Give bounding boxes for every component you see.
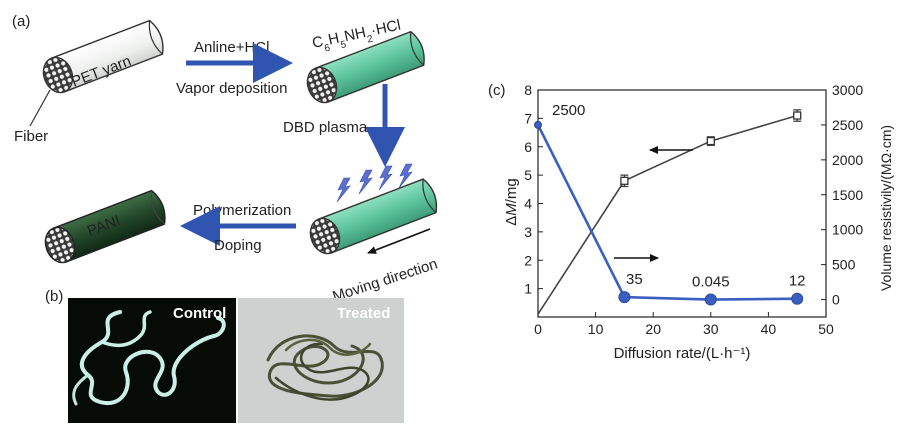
y-left-tick-label: 6 — [524, 139, 532, 155]
treated-photo-label: Treated — [337, 305, 390, 322]
y-right-tick-label: 2000 — [832, 152, 863, 168]
step1-process-label: Vapor deposition — [176, 80, 287, 97]
fiber-leader-line — [29, 89, 51, 127]
resistivity-line — [536, 124, 798, 301]
mass-gain-point — [793, 111, 802, 120]
y-right-axis-ticks: 0 500 1000 1500 2000 2500 3000 — [821, 82, 863, 308]
y-left-axis-label: ΔM/mg — [503, 178, 520, 226]
panel-label-a: (a) — [12, 13, 30, 30]
x-axis-label: Diffusion rate/(L·h⁻¹) — [614, 345, 751, 362]
y-left-tick-label: 8 — [524, 82, 532, 98]
y-right-tick-label: 0 — [832, 292, 840, 308]
resistivity-point-label: 0.045 — [692, 274, 730, 291]
point-labels: 2500 35 0.045 12 — [552, 102, 806, 291]
y-right-tick-label: 3000 — [832, 82, 863, 98]
resistivity-point — [534, 120, 542, 129]
resistivity-point — [704, 293, 717, 306]
resistivity-point-label: 2500 — [552, 102, 585, 119]
treated-yarn-tube — [309, 178, 438, 255]
pet-yarn-tube — [42, 19, 164, 94]
fiber-bundle-icon — [42, 56, 74, 94]
resistivity-point-label: 12 — [789, 273, 806, 290]
y-left-tick-label: 1 — [524, 281, 532, 297]
coated-yarn-tube — [306, 30, 425, 104]
fiber-label: Fiber — [14, 128, 48, 145]
x-axis-ticks: 0 10 20 30 40 50 — [534, 312, 834, 337]
y-right-tick-label: 1500 — [832, 187, 863, 203]
x-tick-label: 20 — [645, 321, 661, 337]
y-right-tick-label: 1000 — [832, 222, 863, 238]
x-tick-label: 0 — [534, 321, 542, 337]
step3-doping-label: Doping — [214, 237, 262, 254]
x-tick-label: 40 — [761, 321, 777, 337]
resistivity-point — [618, 291, 631, 304]
moving-direction-label: Moving direction — [331, 255, 440, 305]
mass-gain-point — [620, 176, 629, 185]
x-tick-label: 30 — [703, 321, 719, 337]
moving-direction-arrow — [367, 228, 431, 254]
fiber-bundle-icon — [309, 217, 341, 255]
y-left-tick-label: 2 — [524, 252, 532, 268]
plot-frame — [537, 89, 827, 318]
coated-formula-label: C6H5NH2·HCl — [311, 17, 404, 57]
plasma-spark-icons — [336, 163, 413, 203]
series-layer — [534, 109, 804, 315]
y-left-tick-label: 5 — [524, 167, 532, 183]
x-tick-label: 10 — [588, 321, 604, 337]
mass-gain-point — [706, 136, 715, 146]
y-left-tick-label: 7 — [524, 110, 532, 126]
x-tick-label: 50 — [818, 321, 834, 337]
resistivity-point — [791, 292, 804, 305]
treated-photo: Treated — [238, 298, 404, 423]
panel-label-b: (b) — [45, 288, 63, 305]
y-right-tick-label: 500 — [832, 257, 856, 273]
control-photo: Control — [68, 298, 236, 423]
mass-gain-line — [537, 114, 798, 315]
step2-label: DBD plasma — [283, 119, 368, 136]
control-photo-label: Control — [173, 305, 226, 322]
y-left-tick-label: 3 — [524, 224, 532, 240]
panel-label-c: (c) — [488, 82, 506, 99]
fiber-bundle-icon — [44, 226, 76, 264]
fiber-bundle-icon — [306, 66, 338, 104]
y-right-axis-label: Volume resistivily/(MΩ·cm) — [878, 125, 894, 291]
y-right-tick-label: 2500 — [832, 117, 863, 133]
y-left-tick-label: 4 — [524, 196, 532, 212]
resistivity-point-label: 35 — [626, 271, 643, 288]
pani-yarn-tube — [44, 189, 166, 264]
step1-reagent-label: Anline+HCl — [194, 39, 269, 56]
step3-process-label: Polymerization — [193, 202, 291, 219]
y-left-axis-ticks: 1 2 3 4 5 6 7 8 — [524, 82, 543, 297]
